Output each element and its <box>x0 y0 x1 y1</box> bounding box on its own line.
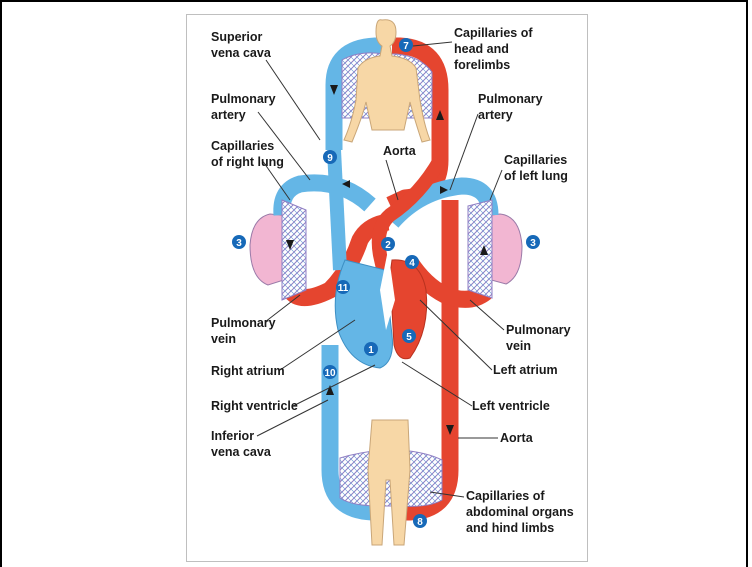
upper-body-figure <box>344 20 430 142</box>
badge-3-left: 3 <box>530 238 536 249</box>
label-left-atrium: Left atrium <box>493 363 558 377</box>
left-lung-capillaries <box>468 200 492 298</box>
label-capillaries-abdominal-2: abdominal organs <box>466 505 574 519</box>
label-superior-vena-cava-2: vena cava <box>211 46 272 60</box>
label-capillaries-head-2: head and <box>454 42 509 56</box>
label-capillaries-abdominal-3: and hind limbs <box>466 521 554 535</box>
badge-9: 9 <box>327 153 333 164</box>
label-superior-vena-cava-1: Superior <box>211 30 263 44</box>
badge-7: 7 <box>403 41 409 52</box>
label-pulmonary-vein-left-2: vein <box>211 332 236 346</box>
label-right-ventricle: Right ventricle <box>211 399 298 413</box>
label-pulmonary-artery-right-2: artery <box>478 108 513 122</box>
label-pulmonary-vein-left-1: Pulmonary <box>211 316 276 330</box>
label-left-ventricle: Left ventricle <box>472 399 550 413</box>
label-capillaries-head-3: forelimbs <box>454 58 510 72</box>
label-aorta-top: Aorta <box>383 144 417 158</box>
badge-2: 2 <box>385 240 391 251</box>
badge-5: 5 <box>406 332 412 343</box>
label-aorta-bottom: Aorta <box>500 431 534 445</box>
badge-8: 8 <box>417 517 423 528</box>
label-capillaries-left-lung-1: Capillaries <box>504 153 567 167</box>
label-inferior-vena-cava-2: vena cava <box>211 445 272 459</box>
badge-1: 1 <box>368 345 374 356</box>
label-pulmonary-artery-right-1: Pulmonary <box>478 92 543 106</box>
badge-10: 10 <box>324 368 336 379</box>
label-capillaries-right-lung-1: Capillaries <box>211 139 274 153</box>
left-heart <box>390 260 427 359</box>
label-pulmonary-vein-right-1: Pulmonary <box>506 323 571 337</box>
label-capillaries-right-lung-2: of right lung <box>211 155 284 169</box>
badge-3-right: 3 <box>236 238 242 249</box>
badge-11: 11 <box>338 283 349 294</box>
label-capillaries-left-lung-2: of left lung <box>504 169 568 183</box>
label-pulmonary-vein-right-2: vein <box>506 339 531 353</box>
label-capillaries-abdominal-1: Capillaries of <box>466 489 545 503</box>
label-pulmonary-artery-left-1: Pulmonary <box>211 92 276 106</box>
superior-vena-cava <box>334 150 340 270</box>
label-inferior-vena-cava-1: Inferior <box>211 429 254 443</box>
right-lung-capillaries <box>282 200 306 300</box>
label-pulmonary-artery-left-2: artery <box>211 108 246 122</box>
label-right-atrium: Right atrium <box>211 364 285 378</box>
badge-4: 4 <box>409 258 415 269</box>
label-capillaries-head-1: Capillaries of <box>454 26 533 40</box>
